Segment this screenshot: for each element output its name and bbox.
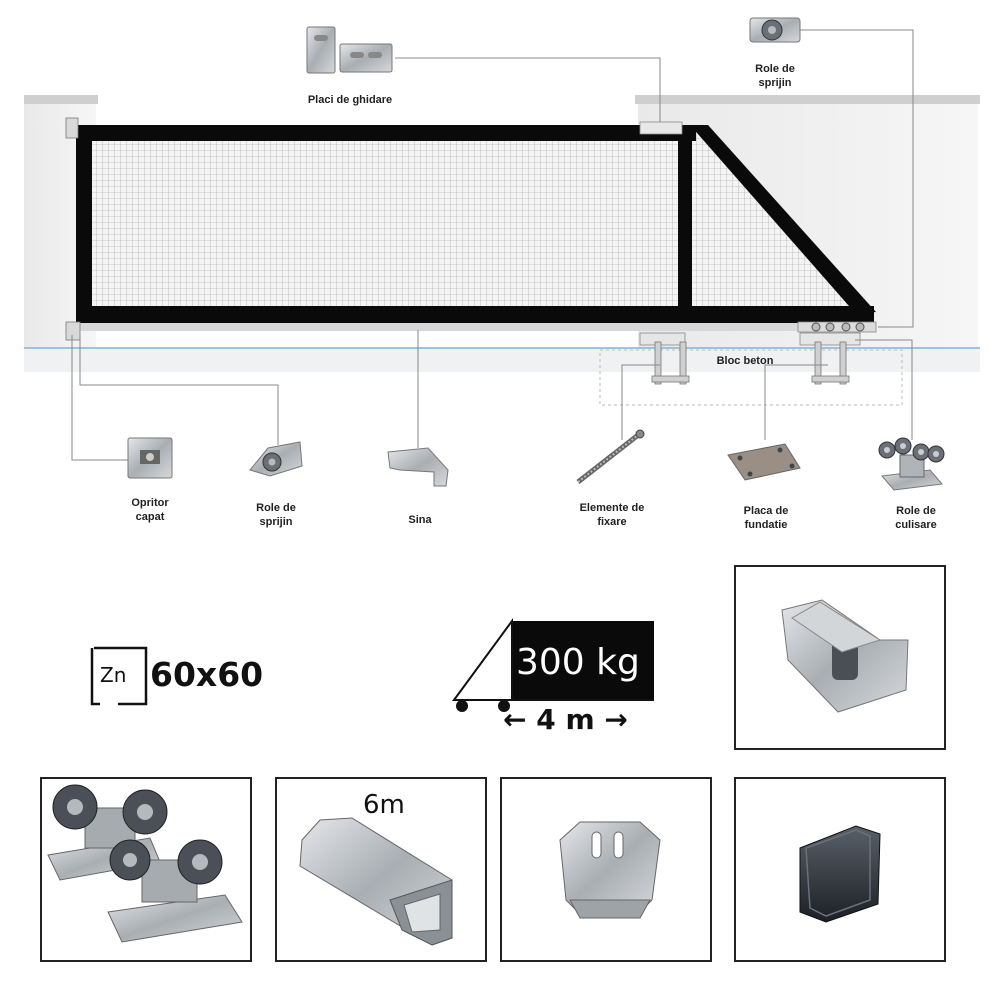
max-length-label: ← 4 m →	[503, 703, 628, 736]
gate-frame	[76, 125, 876, 331]
end-stop-image	[127, 437, 173, 479]
foundation-plate-image	[727, 443, 801, 481]
guide-plate-mounted	[639, 121, 683, 135]
rail-photo	[299, 817, 453, 946]
zn-box-icon	[90, 646, 148, 706]
label-sliding-rollers: Role de culisare	[895, 505, 937, 531]
product-box-rail	[275, 777, 487, 962]
label-rail: Sina	[408, 514, 432, 526]
end-catcher-mounted	[65, 117, 79, 139]
zn-label: Zn	[100, 663, 127, 687]
end-stop-photo	[559, 821, 661, 919]
max-load-label: 300 kg	[516, 642, 640, 683]
product-box-sliding-rollers	[40, 777, 252, 962]
label-foundation-plate: Placa de fundatie	[743, 505, 789, 531]
label-support-rollers-top: Role de sprijin	[755, 63, 795, 89]
end-cap-photo	[799, 825, 881, 923]
concrete-block	[599, 349, 903, 406]
label-concrete-block: Bloc beton	[716, 355, 774, 367]
sliding-rollers-photo	[47, 784, 243, 943]
label-fixing-elements: Elemente de fixare	[579, 502, 645, 528]
product-box-end-stop	[500, 777, 712, 962]
rail-image	[387, 447, 449, 487]
end-stop-mounted	[65, 321, 81, 341]
fixing-elements-image	[576, 429, 645, 484]
profile-size-label: 60x60	[150, 655, 264, 694]
rail-length-label: 6m	[363, 790, 405, 820]
label-support-rollers-bottom: Role de sprijin	[256, 502, 296, 528]
load-length-icon	[452, 617, 654, 712]
product-box-end-cap	[734, 777, 946, 962]
support-rollers-top-image	[749, 17, 801, 43]
anchors-in-concrete	[651, 341, 850, 385]
support-rollers-bottom-image	[249, 441, 303, 477]
guide-plates-image	[306, 26, 393, 74]
label-guide-plates: Placi de ghidare	[307, 94, 393, 106]
leader-lines	[71, 29, 914, 461]
label-end-stop: Opritor capat	[131, 497, 169, 523]
sliding-rollers-image	[878, 437, 945, 491]
